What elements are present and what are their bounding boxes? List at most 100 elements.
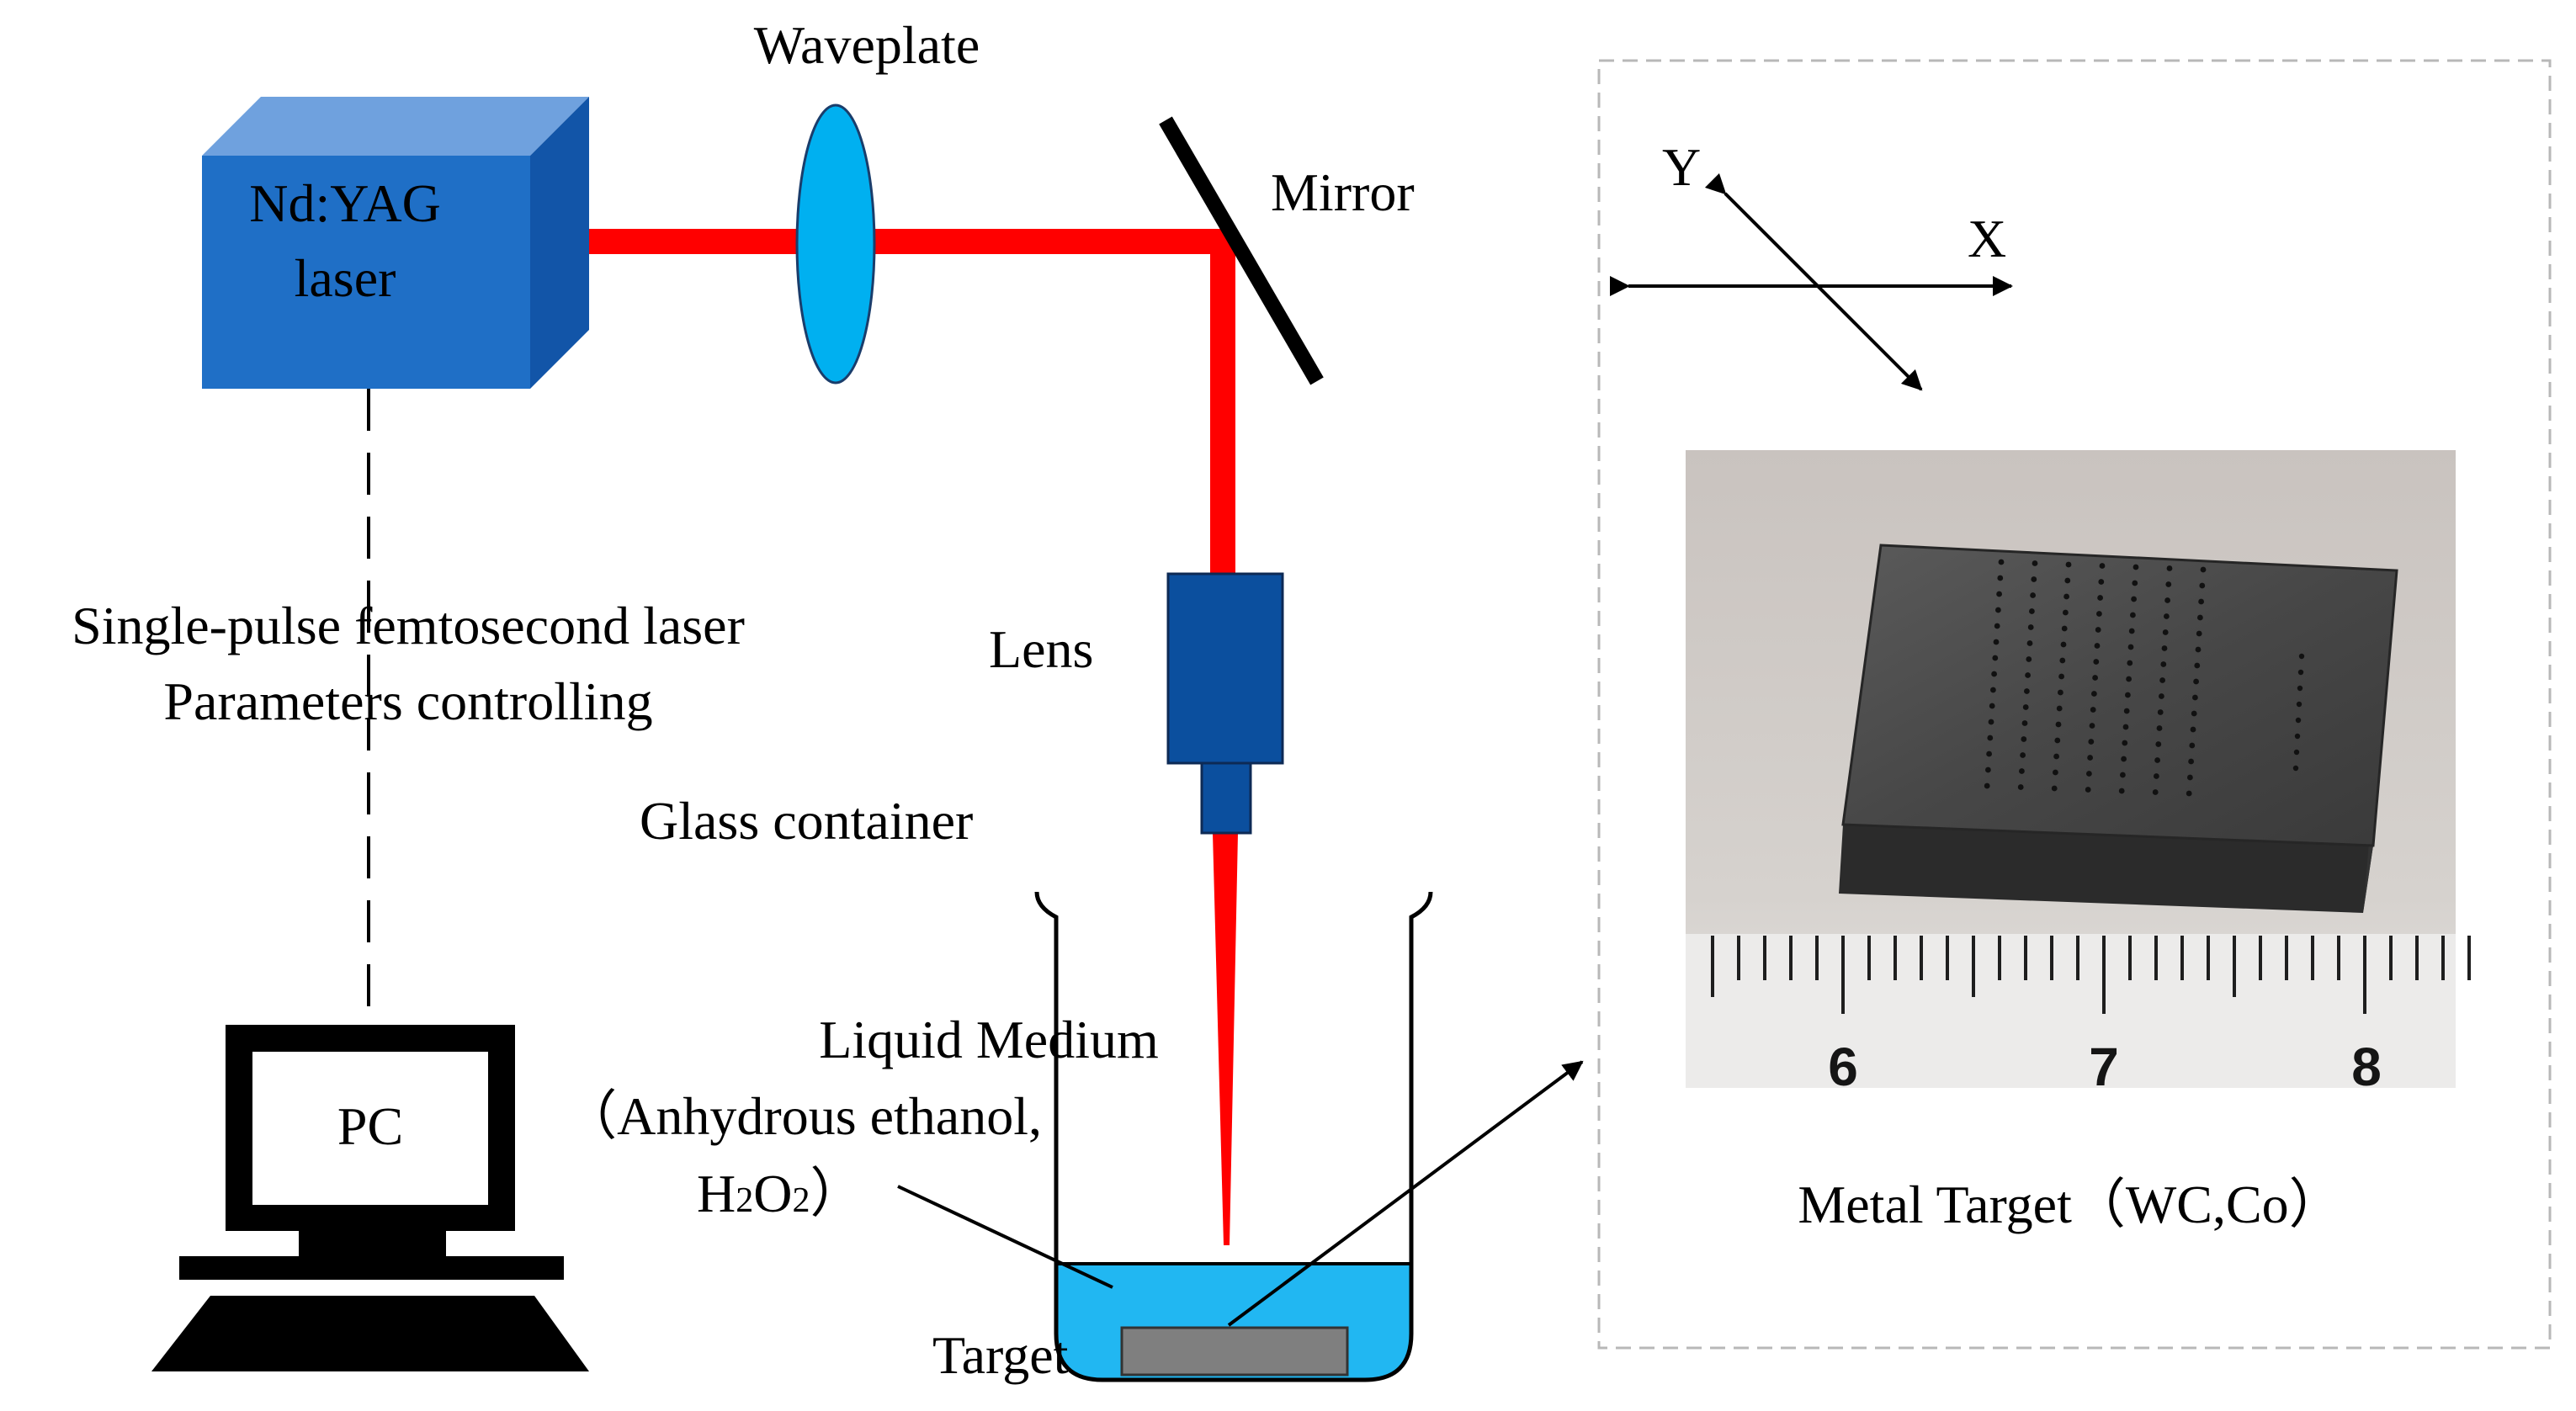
ablation-hole bbox=[1989, 703, 1995, 709]
ablation-hole bbox=[2293, 749, 2300, 756]
ablation-hole bbox=[2296, 701, 2302, 708]
ablation-hole bbox=[2125, 692, 2131, 698]
ablation-hole bbox=[2030, 592, 2037, 598]
ablation-hole bbox=[1992, 655, 1999, 661]
ablation-hole bbox=[2053, 753, 2060, 760]
ablation-hole bbox=[2197, 614, 2203, 621]
ablation-hole bbox=[2131, 596, 2138, 602]
ablation-hole bbox=[2200, 566, 2207, 573]
ablation-hole bbox=[1998, 559, 2005, 565]
ablation-hole bbox=[2133, 564, 2139, 570]
ablation-hole bbox=[2056, 705, 2063, 712]
ablation-hole bbox=[2095, 627, 2101, 633]
ablation-hole bbox=[2154, 773, 2159, 779]
ablation-hole bbox=[2157, 709, 2164, 715]
ablation-hole bbox=[2298, 653, 2305, 660]
ablation-hole bbox=[2192, 694, 2198, 701]
control-label-line2: Parameters controlling bbox=[163, 671, 652, 731]
ablation-hole bbox=[2130, 612, 2136, 618]
ablation-hole bbox=[2121, 756, 2127, 762]
ablation-hole bbox=[2295, 717, 2302, 724]
ablation-hole bbox=[2032, 560, 2038, 566]
ablation-hole bbox=[2093, 659, 2100, 665]
ablation-hole bbox=[2199, 582, 2206, 589]
ablation-hole bbox=[2166, 565, 2173, 571]
target-block bbox=[1120, 1326, 1349, 1377]
ablation-hole bbox=[2022, 704, 2029, 710]
ablation-hole bbox=[2059, 657, 2066, 664]
ablation-hole bbox=[2191, 710, 2197, 717]
ablation-hole bbox=[2195, 646, 2202, 653]
ruler-number-8: 8 bbox=[2351, 1037, 2382, 1097]
ablation-hole bbox=[2159, 693, 2164, 699]
ablation-hole bbox=[2094, 643, 2101, 649]
ablation-hole bbox=[2064, 577, 2071, 584]
ablation-hole bbox=[2162, 629, 2169, 635]
metal-target-photo bbox=[1686, 450, 2471, 1088]
ablation-hole bbox=[2090, 707, 2096, 713]
ablation-hole bbox=[2053, 769, 2058, 776]
target-to-photo-arrow bbox=[1227, 1060, 1584, 1327]
ablation-hole bbox=[2029, 608, 2035, 614]
laser-label-line1: Nd:YAG bbox=[249, 173, 441, 233]
liquid-label-sub2: 2 bbox=[792, 1181, 810, 1220]
ablation-hole bbox=[1996, 591, 2003, 597]
beaker-icon bbox=[1034, 891, 1433, 1382]
ablation-hole bbox=[2096, 611, 2102, 617]
ablation-hole bbox=[2128, 628, 2135, 634]
ablation-hole bbox=[2196, 630, 2202, 637]
control-label-background bbox=[17, 599, 799, 742]
ablation-hole bbox=[1985, 767, 1991, 773]
ablation-hole bbox=[2021, 720, 2028, 726]
control-label-line1: Single-pulse femtosecond laser bbox=[72, 596, 745, 655]
metal-target-panel bbox=[1597, 59, 2552, 1350]
ablation-hole bbox=[2051, 785, 2058, 792]
metal-target-label: Metal Target（WC,Co） bbox=[1798, 1175, 2342, 1234]
ablation-hole bbox=[2118, 788, 2125, 794]
ablation-hole bbox=[2123, 708, 2130, 714]
ablation-hole bbox=[1986, 751, 1993, 757]
ablation-hole bbox=[2154, 757, 2161, 763]
ablation-hole bbox=[2027, 624, 2034, 630]
ablation-hole bbox=[2132, 580, 2138, 586]
ablation-hole bbox=[2297, 685, 2303, 692]
ablation-hole bbox=[2097, 595, 2104, 601]
ablation-hole bbox=[1991, 671, 1998, 677]
ablation-hole bbox=[2127, 644, 2134, 650]
ablation-hole bbox=[2017, 784, 2024, 790]
ablation-hole bbox=[2091, 691, 2097, 697]
ablation-hole bbox=[2026, 640, 2033, 646]
ablation-hole bbox=[2025, 672, 2032, 678]
liquid-label-close: ） bbox=[810, 1164, 863, 1223]
ablation-hole bbox=[2193, 678, 2200, 685]
liquid-label-line3: H2O2） bbox=[697, 1164, 863, 1223]
ablation-hole bbox=[2063, 593, 2070, 600]
ablation-hole bbox=[2085, 787, 2091, 793]
ablation-hole bbox=[2126, 676, 2133, 682]
computer-icon bbox=[151, 1025, 589, 1371]
ablation-hole bbox=[2089, 723, 2095, 729]
ablation-hole bbox=[1987, 735, 1994, 741]
lens-icon bbox=[1166, 572, 1284, 835]
pc-label: PC bbox=[337, 1096, 403, 1156]
ablation-hole bbox=[2155, 741, 2162, 747]
ablation-hole bbox=[2165, 581, 2172, 587]
ablation-hole bbox=[2063, 609, 2069, 616]
ablation-hole bbox=[2194, 662, 2201, 669]
ablation-hole bbox=[2122, 724, 2129, 730]
x-axis-label: X bbox=[1968, 209, 2006, 268]
liquid-label-line1: Liquid Medium bbox=[819, 1010, 1159, 1069]
liquid-label-h: H bbox=[697, 1164, 736, 1223]
ablation-hole bbox=[2065, 561, 2072, 568]
ablation-hole bbox=[1994, 623, 2000, 629]
ablation-hole bbox=[2099, 563, 2106, 569]
ablation-hole bbox=[2160, 661, 2167, 667]
ablation-hole bbox=[1988, 719, 1994, 725]
y-axis-arrow bbox=[1704, 172, 1923, 391]
ablation-hole bbox=[2055, 721, 2062, 728]
focused-beam-cone bbox=[1213, 833, 1238, 1245]
ablation-hole bbox=[2127, 660, 2133, 666]
ruler-number-7: 7 bbox=[2089, 1037, 2119, 1097]
ablation-hole bbox=[2187, 774, 2193, 781]
ablation-hole bbox=[1997, 575, 2004, 581]
